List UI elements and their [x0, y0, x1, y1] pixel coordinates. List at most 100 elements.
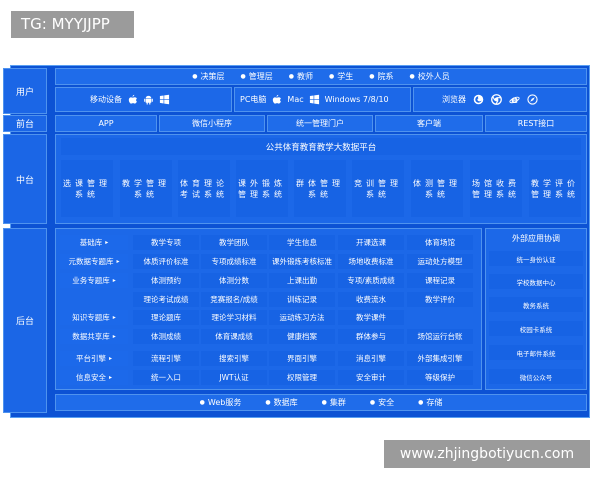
library-cell: 专项/素质成绩	[338, 273, 404, 288]
external-app-item: 学校数据中心	[489, 274, 583, 289]
library-cell: 收费流水	[338, 292, 404, 307]
library-cell: 教学专项	[133, 235, 199, 250]
library-cell: 统一入口	[133, 370, 199, 385]
layer-label-middle: 中台	[3, 134, 47, 224]
front-client: 客户端	[375, 115, 483, 132]
library-cell: 体测分数	[201, 273, 267, 288]
library-cell: 教学评价	[407, 292, 473, 307]
mobile-devices-label: 移动设备	[90, 95, 122, 104]
library-cell: 学生信息	[269, 235, 335, 250]
library-label: 数据共享库	[60, 329, 128, 344]
system-course-selection: 选课管理系统	[61, 160, 113, 217]
system-group: 群体管理系统	[294, 160, 346, 217]
mobile-devices: 移动设备	[90, 87, 170, 112]
library-cell: 权限管理	[269, 370, 335, 385]
library-cell: 消息引擎	[338, 351, 404, 366]
library-cell: 群体参与	[338, 329, 404, 344]
library-cell: 理论题库	[133, 310, 199, 325]
library-cell: 课程记录	[407, 273, 473, 288]
infra-item: 安全	[370, 397, 394, 408]
infra-item: Web服务	[200, 397, 241, 408]
external-app-item: 教务系统	[489, 297, 583, 312]
apple-icon	[273, 94, 282, 104]
library-cell: 理论考试成绩	[133, 292, 199, 307]
layer-label-back: 后台	[3, 228, 47, 413]
user-role: 教师	[289, 71, 313, 82]
user-role: 学生	[329, 71, 353, 82]
library-cell: 场馆运行台账	[407, 329, 473, 344]
library-cell: 搜索引擎	[201, 351, 267, 366]
front-portal: 统一管理门户	[267, 115, 373, 132]
library-label: 信息安全	[60, 370, 128, 385]
mobile-devices-box	[55, 87, 232, 112]
safari-icon	[527, 94, 538, 105]
library-cell: 等级保护	[407, 370, 473, 385]
pc-devices-box	[234, 87, 411, 112]
windows-label: Windows 7/8/10	[324, 95, 389, 104]
library-label: 基础库	[60, 235, 128, 250]
library-cell: 流程引擎	[133, 351, 199, 366]
library-cell: 教学课件	[338, 310, 404, 325]
browsers-box	[413, 87, 587, 112]
infra-item: 集群	[322, 397, 346, 408]
system-extracurricular: 课外锻炼管理系统	[236, 160, 288, 217]
external-app-item: 电子邮件系统	[489, 345, 583, 360]
library-cell: 安全审计	[338, 370, 404, 385]
user-roles-bar: 决策层 管理层 教师 学生 院系 校外人员	[55, 68, 587, 85]
user-role: 院系	[369, 71, 394, 82]
library-cell: 体测成绩	[133, 329, 199, 344]
external-apps-title: 外部应用协调	[512, 233, 560, 243]
pc-label: PC电脑	[240, 95, 267, 104]
user-role: 校外人员	[410, 71, 450, 82]
library-cell: 体育课成绩	[201, 329, 267, 344]
library-cell: 教学团队	[201, 235, 267, 250]
external-app-item: 统一身份认证	[489, 251, 583, 266]
system-teaching: 教学管理系统	[120, 160, 172, 217]
svg-text:e: e	[511, 95, 518, 105]
windows-icon	[159, 94, 170, 105]
watermark-bottom: www.zhjingbotiyucn.com	[384, 440, 590, 468]
library-label: 平台引擎	[60, 351, 128, 366]
platform-title: 公共体育教育教学大数据平台	[61, 138, 581, 155]
user-role: 决策层	[192, 71, 225, 82]
mac-label: Mac	[287, 95, 304, 104]
windows-icon	[309, 94, 319, 105]
library-cell: 专项成绩标准	[201, 254, 267, 269]
external-app-item: 微信公众号	[489, 369, 583, 384]
external-app-item: 校园卡系统	[489, 321, 583, 336]
library-cell: 界面引擎	[269, 351, 335, 366]
library-cell: 训练记录	[269, 292, 335, 307]
apple-icon	[128, 94, 137, 104]
firefox-icon	[473, 94, 484, 105]
chrome-icon	[491, 94, 502, 105]
system-fitness-test: 体测管理系统	[411, 160, 463, 217]
library-cell: 运动练习方法	[269, 310, 335, 325]
front-rest-api: REST接口	[485, 115, 587, 132]
library-cell: 竞赛报名/成绩	[201, 292, 267, 307]
user-role: 管理层	[241, 71, 273, 82]
library-cell: JWT认证	[201, 370, 267, 385]
system-venue-fees: 场馆收费管理系统	[470, 160, 522, 217]
front-app: APP	[55, 115, 157, 132]
library-cell: 上课出勤	[269, 273, 335, 288]
library-cell: 体质评价标准	[133, 254, 199, 269]
watermark-top: TG: MYYJJPP	[11, 11, 134, 38]
library-cell: 开课选课	[338, 235, 404, 250]
infrastructure-bar: Web服务 数据库 集群 安全 存储	[55, 394, 587, 411]
layer-label-user: 用户	[3, 68, 47, 114]
ie-icon: e	[509, 95, 520, 105]
infra-item: 数据库	[265, 397, 298, 408]
library-cell: 课外锻炼考核标准	[269, 254, 335, 269]
library-cell: 运动处方模型	[407, 254, 473, 269]
browser-label: 浏览器	[442, 95, 466, 104]
pc-devices: PC电脑 Mac Windows 7/8/10	[240, 87, 389, 112]
library-cell: 体测预约	[133, 273, 199, 288]
front-mini-program: 微信小程序	[159, 115, 265, 132]
android-icon	[144, 95, 153, 105]
browsers: 浏览器 e	[442, 87, 538, 112]
library-cell: 场地收费标准	[338, 254, 404, 269]
library-label: 业务专题库	[60, 273, 128, 288]
system-theory-exam: 体育理论考试系统	[178, 160, 230, 217]
library-cell: 外部集成引擎	[407, 351, 473, 366]
library-cell: 健康档案	[269, 329, 335, 344]
